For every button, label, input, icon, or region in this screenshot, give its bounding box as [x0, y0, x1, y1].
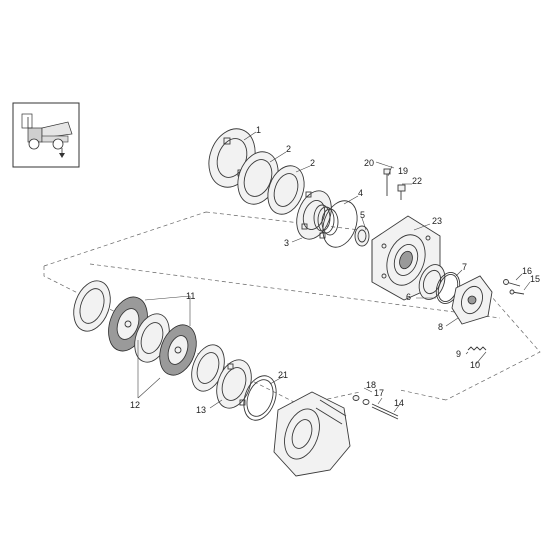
part-8-end-cover — [451, 275, 493, 325]
axle-hub — [273, 391, 351, 477]
label-part-10: 10 — [470, 360, 480, 370]
label-part-8: 8 — [438, 322, 443, 332]
part-9-spring — [467, 346, 487, 351]
label-part-3: 3 — [284, 238, 289, 248]
label-part-5: 5 — [360, 210, 365, 220]
part-5-ring — [354, 225, 370, 247]
part-18-cap — [352, 395, 360, 401]
part-17-washer — [362, 399, 370, 405]
label-part-7: 7 — [462, 262, 467, 272]
label-part-17: 17 — [374, 388, 384, 398]
part-22-plug — [397, 184, 406, 200]
assembly-boundary — [43, 211, 541, 406]
label-part-1: 1 — [256, 125, 261, 135]
label-part-2b: 2 — [310, 158, 315, 168]
label-part-4: 4 — [358, 188, 363, 198]
part-plain-disc-left — [73, 280, 111, 332]
label-part-23: 23 — [432, 216, 442, 226]
leader-lines — [137, 131, 531, 413]
part-11-friction-disc-b — [159, 324, 197, 376]
dumper-vehicle-icon — [12, 102, 80, 168]
label-part-14: 14 — [394, 398, 404, 408]
label-part-19: 19 — [398, 166, 408, 176]
part-13-carrier-ring — [216, 359, 252, 409]
part-14-bleeder-screw — [371, 403, 399, 420]
label-part-21: 21 — [278, 370, 288, 380]
label-part-18: 18 — [366, 380, 376, 390]
part-21-retaining-ring — [243, 375, 277, 421]
label-part-16: 16 — [522, 266, 532, 276]
label-part-20: 20 — [364, 158, 374, 168]
label-part-6: 6 — [406, 292, 411, 302]
part-15-screw — [509, 289, 525, 295]
part-2-shim-disc-b — [267, 165, 305, 215]
label-part-12: 12 — [130, 400, 140, 410]
label-part-15: 15 — [530, 274, 540, 284]
part-16-screw — [503, 279, 521, 287]
label-part-9: 9 — [456, 349, 461, 359]
label-part-22: 22 — [412, 176, 422, 186]
label-part-13: 13 — [196, 405, 206, 415]
label-part-2a: 2 — [286, 144, 291, 154]
label-part-11: 11 — [186, 291, 195, 301]
